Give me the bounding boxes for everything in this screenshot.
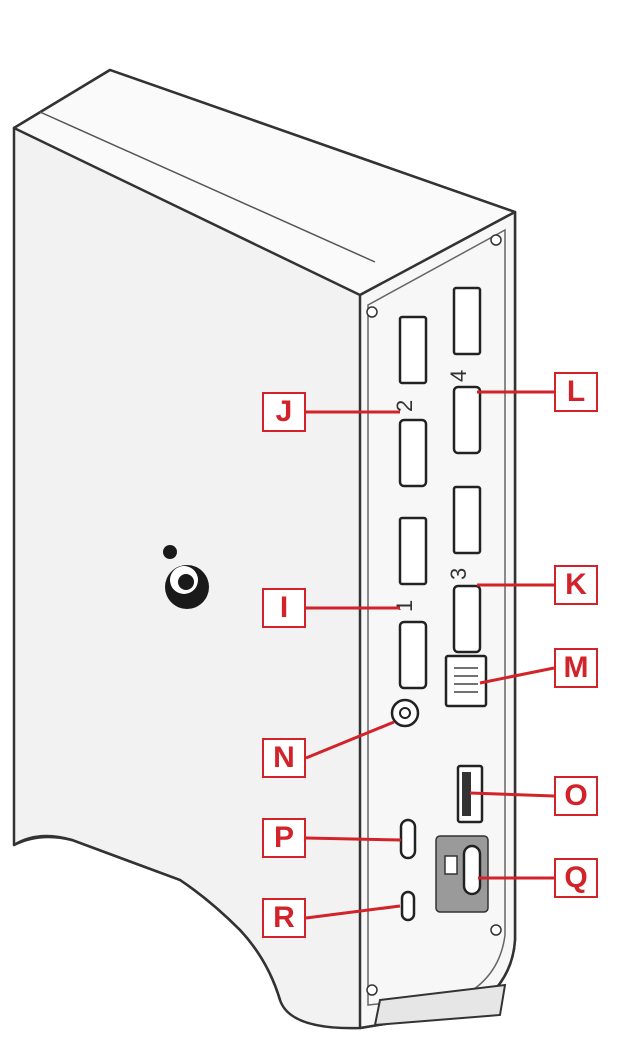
screw-icon [490,234,502,246]
callout-j: J [262,392,306,432]
port-number-1: 1 [392,600,417,612]
dock-edge-line [39,111,376,263]
leader-p [305,836,402,842]
leader-m [479,666,555,685]
screw-icon [366,984,378,996]
port-number-4: 4 [446,370,471,382]
displayport-3 [452,485,482,555]
leader-n [305,720,395,760]
callout-l: L [554,372,598,412]
hdmi-port-1 [398,620,428,690]
port-number-3: 3 [446,568,471,580]
power-jack-pin [399,707,411,719]
security-slot [400,890,416,922]
callout-p: P [262,818,306,858]
port-number-2: 2 [392,400,417,412]
host-usb-c-port [462,844,482,896]
dock-foot-cutout [13,835,282,1001]
host-port-icon [444,855,458,875]
callout-o: O [554,776,598,816]
iogear-logo-icon [163,545,209,609]
displayport-1 [398,516,428,586]
hdmi-port-2 [398,418,428,488]
screw-icon [490,924,502,936]
displayport-2 [398,315,428,385]
screw-icon [366,306,378,318]
usb-c-port [399,818,417,860]
hdmi-port-3 [452,584,482,654]
callout-i: I [262,588,306,628]
callout-q: Q [554,858,598,898]
callout-k: K [554,565,598,605]
ethernet-port [444,654,488,708]
leader-r [305,904,401,920]
ethernet-port-pins [454,667,478,693]
callout-n: N [262,738,306,778]
leader-o [469,791,555,798]
callout-leader-lines [305,390,555,920]
callout-m: M [554,648,598,688]
hdmi-port-4 [452,385,482,455]
usb-a-port-tongue [462,772,471,816]
displayport-4 [452,286,482,356]
callout-r: R [262,898,306,938]
dock-rear-foot [373,983,507,1027]
